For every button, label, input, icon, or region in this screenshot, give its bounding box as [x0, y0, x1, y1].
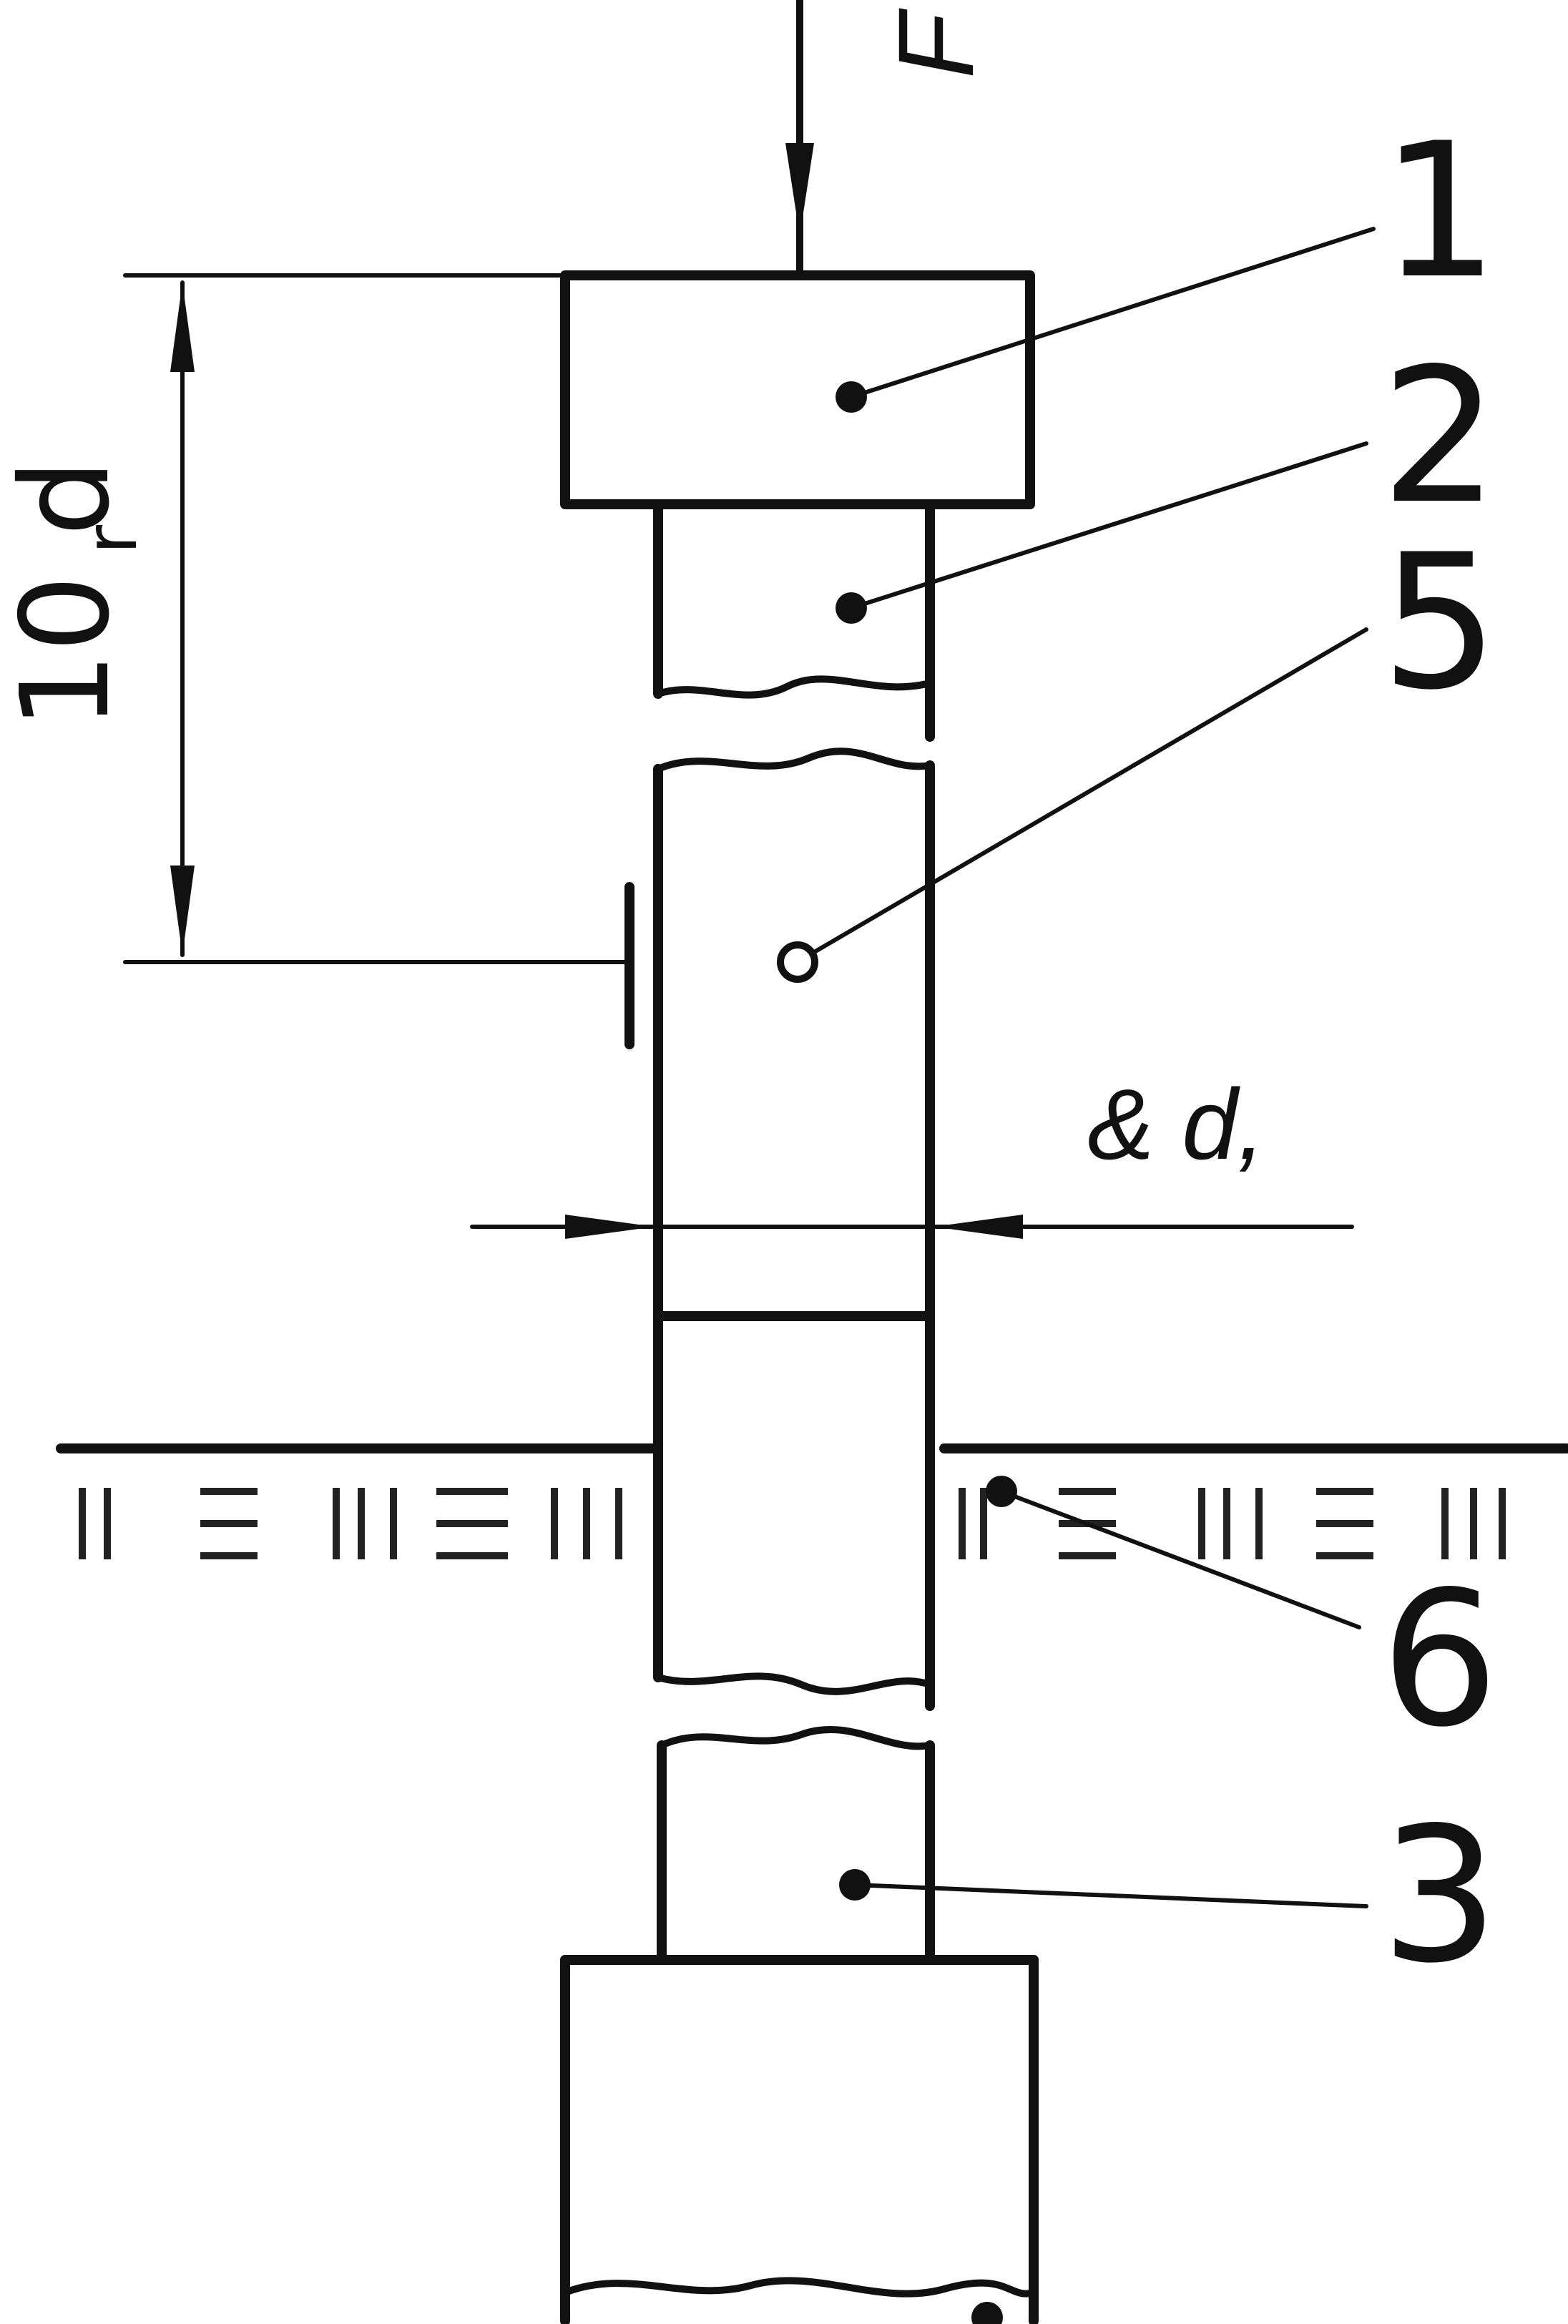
callout-5: 5	[1381, 515, 1499, 731]
svg-text:10 d: 10 d	[0, 459, 137, 730]
soil-hatching-right	[959, 1488, 1506, 1559]
force-arrow	[785, 0, 814, 275]
leader-6	[986, 1476, 1361, 1629]
callout-2: 2	[1381, 329, 1499, 545]
lower-rod-segment	[657, 1725, 935, 1965]
callout-6: 6	[1381, 1552, 1499, 1768]
diameter-label: & d,	[1087, 1068, 1265, 1180]
lower-clamp	[560, 1955, 1039, 2324]
leader-1	[836, 227, 1376, 413]
upper-clamp	[560, 270, 1035, 509]
dimension-label: 10 d r	[0, 459, 153, 730]
callout-1: 1	[1381, 104, 1499, 320]
diameter-dimension	[470, 1215, 1354, 1239]
svg-text:r: r	[69, 524, 153, 554]
upper-rod-segment	[653, 499, 935, 742]
dimension-line-10dr	[123, 273, 632, 964]
leader-3	[839, 1869, 1368, 1908]
middle-rod-segment	[653, 747, 935, 1711]
force-label: F	[876, 8, 996, 79]
leader-5	[777, 627, 1368, 983]
callout-3: 3	[1381, 1788, 1499, 2004]
soil-hatching-left	[79, 1488, 622, 1559]
leader-2	[836, 441, 1368, 624]
